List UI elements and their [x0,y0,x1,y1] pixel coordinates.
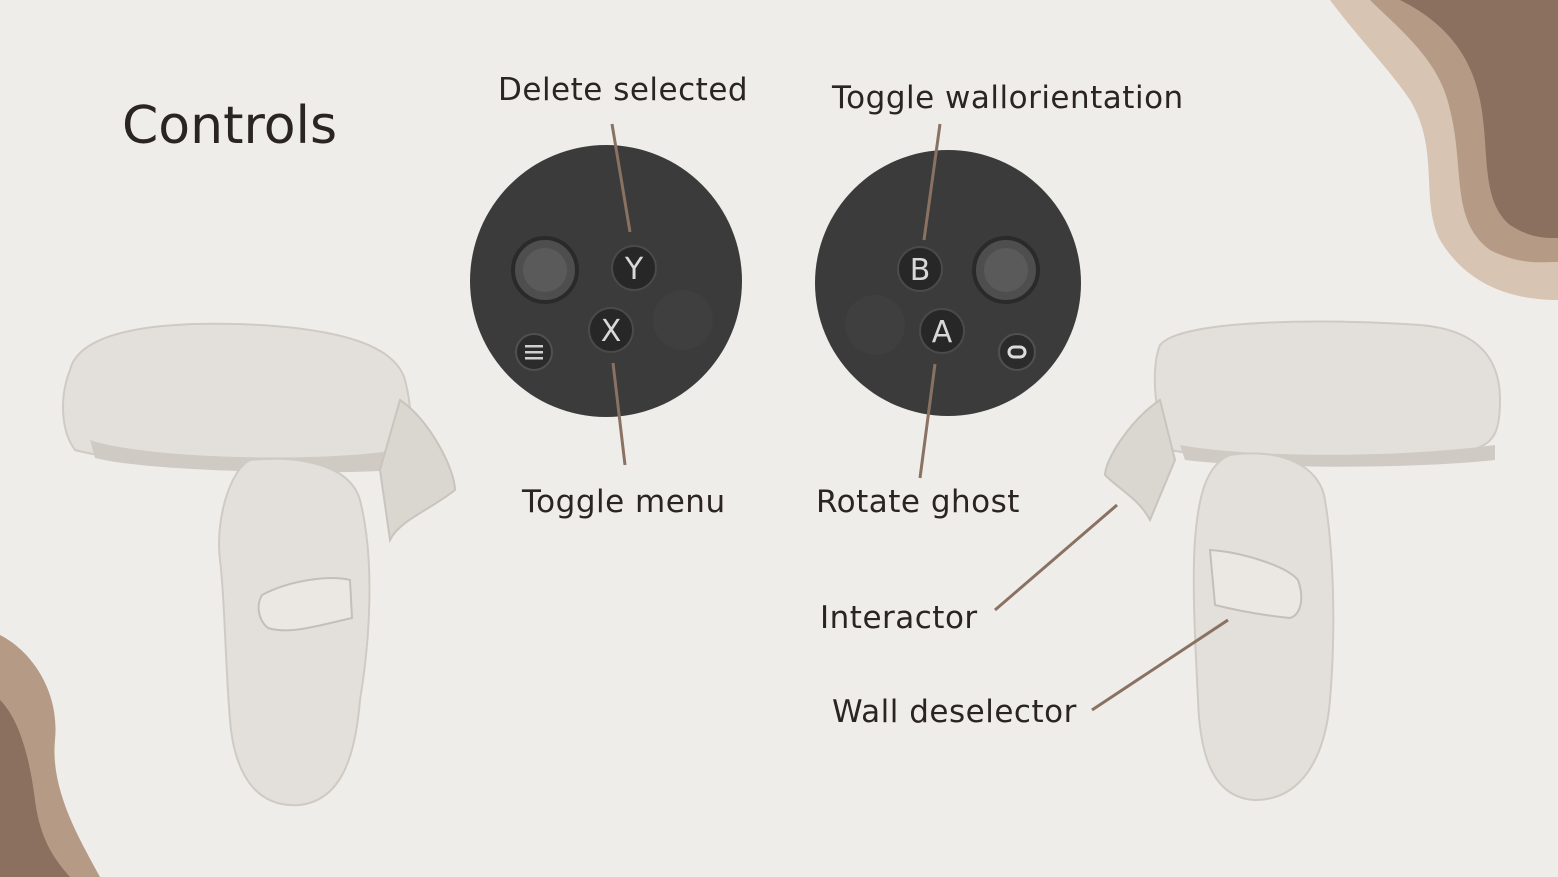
oculus-button-icon [998,333,1036,371]
label-interactor: Interactor [820,600,978,636]
leader-line-interactor [994,503,1118,612]
x-button-letter: X [601,314,622,349]
leader-line-delete-selected [610,123,632,233]
right-controller-face: B A [815,150,1081,416]
leader-line-toggle-wall-orientation [922,123,942,241]
label-wall-deselector: Wall deselector [832,694,1077,730]
left-controller-image [62,322,457,807]
menu-button-icon [515,333,553,371]
a-button-icon: A [919,308,965,354]
label-toggle-menu: Toggle menu [522,484,726,520]
label-rotate-ghost: Rotate ghost [816,484,1020,520]
b-button-letter: B [910,253,931,288]
x-button-icon: X [588,307,634,353]
decorative-blob-top-right [1330,0,1558,300]
label-delete-selected: Delete selected [498,72,749,108]
decorative-blob-bottom-left [0,635,100,877]
label-toggle-wall-orientation: Toggle wallorientation [832,80,1184,116]
b-button-icon: B [897,246,943,292]
leader-line-toggle-menu [611,362,627,466]
leader-lines [610,123,1229,712]
a-button-letter: A [932,315,953,350]
right-controller-image [1103,320,1502,802]
left-controller-face: Y X [470,145,742,417]
y-button-icon: Y [611,245,657,291]
leader-line-rotate-ghost [918,363,937,479]
y-button-letter: Y [624,252,644,287]
page-title: Controls [122,96,338,156]
leader-line-wall-deselector [1091,618,1229,712]
